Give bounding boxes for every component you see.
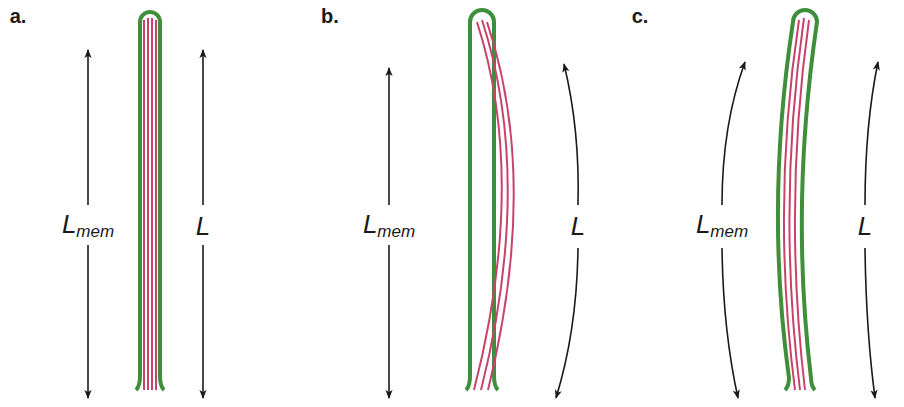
length-label: L [568,211,588,241]
membrane-outline [136,12,164,390]
panel-letter: a. [10,6,27,26]
panel-letter: c. [632,6,649,26]
dimension-arc [564,64,578,205]
dimension-arc [722,62,745,205]
dimension-arc [722,248,738,398]
dimension-arc [865,248,875,398]
length-label: Lmem [693,209,751,242]
dimension-arrow [87,245,89,398]
length-label: Lmem [59,209,117,242]
panel-letter: b. [321,6,339,26]
dimension-arrow [388,68,390,205]
dimension-arc [865,62,878,205]
actin-filaments [784,18,809,390]
length-label: L [193,211,213,241]
actin-filaments [144,18,156,390]
actin-filaments [474,20,514,390]
length-label: Lmem [360,209,418,242]
dimension-arc [556,248,578,398]
membrane-outline [778,10,817,390]
dimension-arrow [202,245,204,398]
dimension-arrow [202,50,204,205]
dimension-arrow [388,245,390,398]
length-label: L [855,211,875,241]
dimension-arrow [87,50,89,205]
